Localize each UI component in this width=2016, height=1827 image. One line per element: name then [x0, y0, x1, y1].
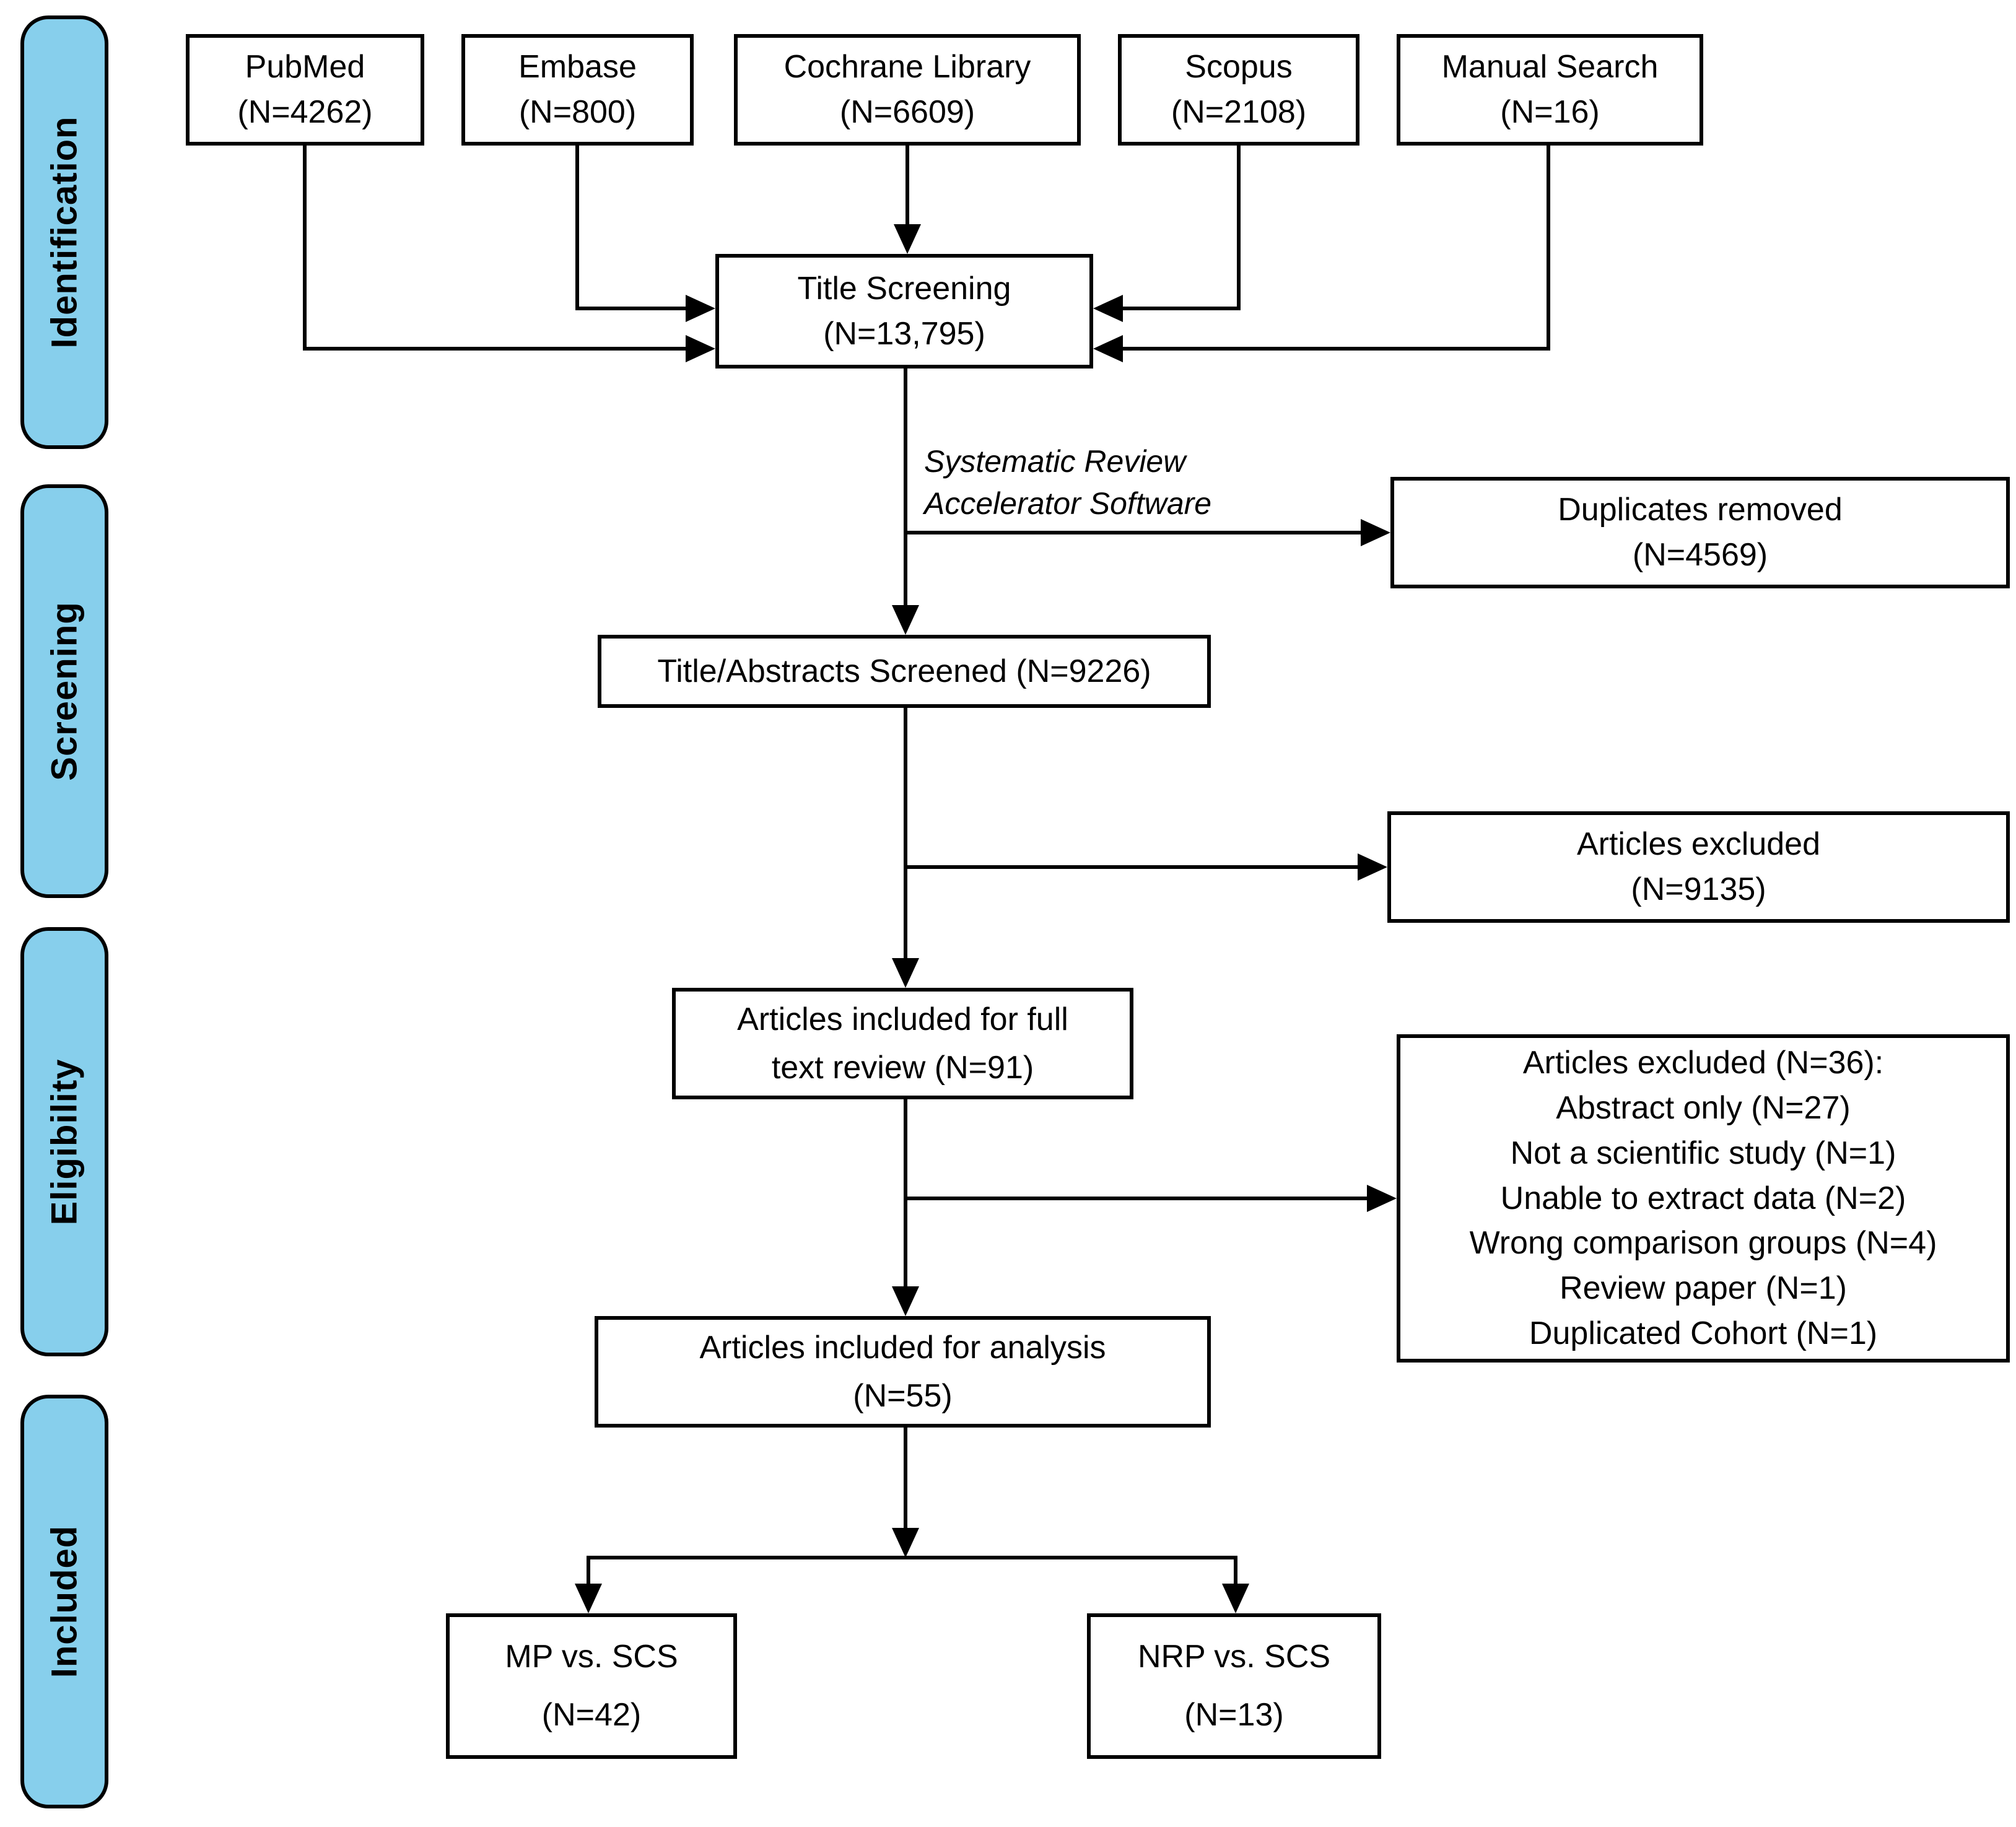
connector-pubmed-horizontal: [303, 347, 687, 351]
arrowhead-nrp-down-icon: [1222, 1584, 1249, 1613]
connector-fulltext-to-analysis: [904, 1099, 907, 1288]
node-analysis: Articles included for analysis (N=55): [595, 1316, 1211, 1428]
connector-analysis-to-split: [904, 1428, 907, 1530]
node-embase: Embase (N=800): [461, 34, 694, 146]
stage-screening-label: Screening: [44, 601, 85, 781]
stage-included-label: Included: [44, 1525, 85, 1678]
connector-pubmed-vertical: [303, 146, 307, 351]
stage-identification-label: Identification: [44, 116, 85, 349]
node-title-screening: Title Screening (N=13,795): [715, 254, 1093, 368]
node-pubmed: PubMed (N=4262): [186, 34, 424, 146]
node-nrp-vs-scs: NRP vs. SCS (N=13): [1087, 1613, 1381, 1759]
node-full-text-review: Articles included for full text review (…: [672, 988, 1133, 1099]
node-scopus: Scopus (N=2108): [1118, 34, 1359, 146]
node-cochrane-library: Cochrane Library (N=6609): [734, 34, 1081, 146]
connector-manual-vertical: [1547, 146, 1550, 351]
node-duplicates-removed: Duplicates removed (N=4569): [1390, 477, 2010, 588]
arrowhead-mp-down-icon: [575, 1584, 602, 1613]
connector-nrp-drop: [1234, 1556, 1237, 1585]
stage-included: Included: [20, 1395, 108, 1808]
arrowhead-cochrane-down-icon: [894, 224, 921, 254]
node-abstracts-screened: Title/Abstracts Screened (N=9226): [598, 635, 1211, 708]
arrowhead-excluded-fulltext-right-icon: [1367, 1185, 1397, 1212]
connector-excluded-fulltext-branch: [904, 1197, 1368, 1200]
node-articles-excluded-full-text: Articles excluded (N=36): Abstract only …: [1397, 1034, 2010, 1363]
arrowhead-manual-left-icon: [1093, 335, 1123, 362]
stage-screening: Screening: [20, 484, 108, 898]
connector-excluded-screening-branch: [904, 865, 1359, 869]
node-mp-vs-scs: MP vs. SCS (N=42): [446, 1613, 737, 1759]
connector-scopus-vertical: [1237, 146, 1241, 310]
arrowhead-pubmed-right-icon: [686, 335, 715, 362]
arrowhead-scopus-left-icon: [1093, 295, 1123, 322]
connector-cochrane-vertical: [905, 146, 909, 226]
arrowhead-analysis-down-icon: [892, 1286, 919, 1316]
node-articles-excluded-screening: Articles excluded (N=9135): [1387, 811, 2010, 923]
arrowhead-split-down-icon: [892, 1528, 919, 1558]
stage-eligibility: Eligibility: [20, 927, 108, 1356]
arrowhead-fulltext-down-icon: [892, 958, 919, 988]
connector-split-horizontal: [587, 1556, 1237, 1559]
connector-mp-drop: [587, 1556, 590, 1585]
connector-abstracts-to-fulltext: [904, 708, 907, 960]
connector-embase-horizontal: [575, 307, 687, 310]
arrowhead-abstracts-down-icon: [892, 605, 919, 635]
connector-embase-vertical: [575, 146, 579, 310]
connector-duplicates-branch: [904, 531, 1362, 534]
stage-eligibility-label: Eligibility: [44, 1058, 85, 1225]
node-manual-search: Manual Search (N=16): [1397, 34, 1703, 146]
arrowhead-duplicates-right-icon: [1361, 519, 1390, 546]
connector-manual-horizontal: [1122, 347, 1550, 351]
arrowhead-embase-right-icon: [686, 295, 715, 322]
annotation-sra-software: Systematic Review Accelerator Software: [924, 444, 1212, 521]
stage-identification: Identification: [20, 15, 108, 449]
connector-scopus-horizontal: [1122, 307, 1241, 310]
connector-titlescreen-to-abstracts: [904, 368, 907, 607]
arrowhead-excluded-screening-right-icon: [1358, 853, 1387, 881]
